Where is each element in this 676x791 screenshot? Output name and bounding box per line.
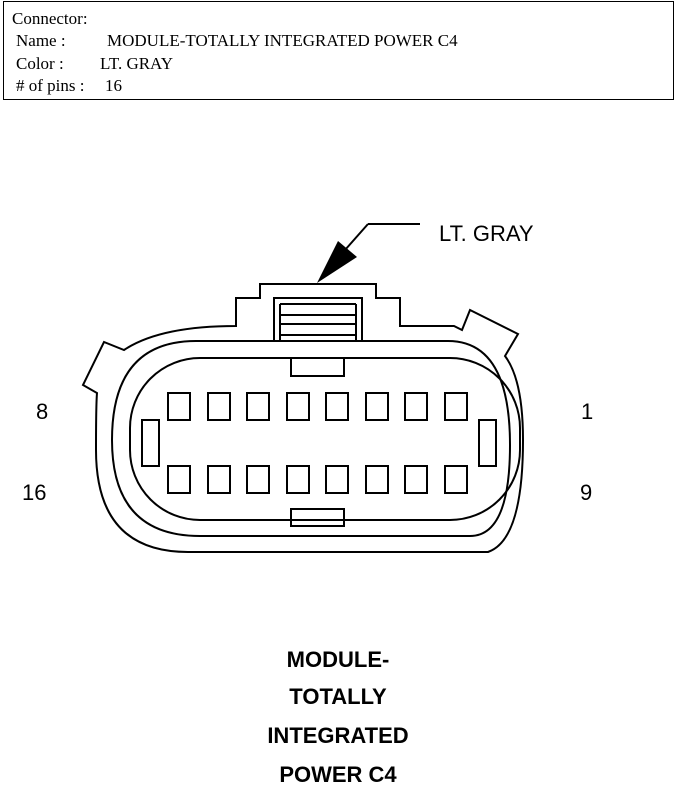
pin-cavity-top-6: [365, 392, 389, 421]
name-value: MODULE-TOTALLY INTEGRATED POWER C4: [107, 31, 458, 50]
top-key-notch: [290, 357, 345, 377]
connector-housing-outline: [81, 283, 525, 553]
pin-cavity-top-5: [325, 392, 349, 421]
diagram-title-line-3: INTEGRATED: [267, 723, 409, 748]
callout-arrowhead: [317, 241, 357, 283]
pin-cavity-bottom-1: [167, 465, 191, 494]
pin-cavity-bottom-7: [404, 465, 428, 494]
pin-cavities: [167, 392, 468, 494]
pin-cavity-bottom-8: [444, 465, 468, 494]
pin-cavity-top-4: [286, 392, 310, 421]
callout-leader-diagonal: [344, 223, 369, 251]
pin-cavity-bottom-4: [286, 465, 310, 494]
connector-heading: Connector:: [12, 9, 88, 28]
pin-cavity-top-3: [246, 392, 270, 421]
pin-cavity-bottom-2: [207, 465, 231, 494]
connector-flange-outline: [110, 340, 512, 537]
pin-cavity-top-2: [207, 392, 231, 421]
pin-cavity-bottom-6: [365, 465, 389, 494]
left-side-rib: [141, 419, 160, 467]
diagram-title-line-4: POWER C4: [279, 762, 397, 787]
pin-cavity-top-1: [167, 392, 191, 421]
pins-value: 16: [105, 76, 122, 95]
connector-info-box: Connector: Name : MODULE-TOTALLY INTEGRA…: [3, 1, 674, 100]
bottom-key-notch: [290, 508, 345, 527]
diagram-title-line-2: TOTALLY: [289, 684, 387, 709]
pin-cavity-bottom-3: [246, 465, 270, 494]
pins-label: # of pins :: [16, 76, 85, 95]
pin-cavity-top-8: [444, 392, 468, 421]
pin-label-bottom-right: 9: [580, 480, 593, 505]
lock-tab: [273, 297, 363, 342]
diagram-title-line-1: MODULE-: [286, 647, 390, 672]
name-label: Name :: [16, 31, 66, 50]
pin-label-bottom-left: 16: [22, 480, 47, 505]
color-callout-label: LT. GRAY: [439, 221, 534, 246]
pin-label-top-left: 8: [36, 399, 49, 424]
right-side-rib: [478, 419, 497, 467]
pin-cavity-face: [129, 357, 521, 521]
pin-cavity-top-7: [404, 392, 428, 421]
pin-cavity-bottom-5: [325, 465, 349, 494]
pin-label-top-right: 1: [581, 399, 594, 424]
color-label: Color :: [16, 54, 64, 73]
color-value: LT. GRAY: [100, 54, 174, 73]
